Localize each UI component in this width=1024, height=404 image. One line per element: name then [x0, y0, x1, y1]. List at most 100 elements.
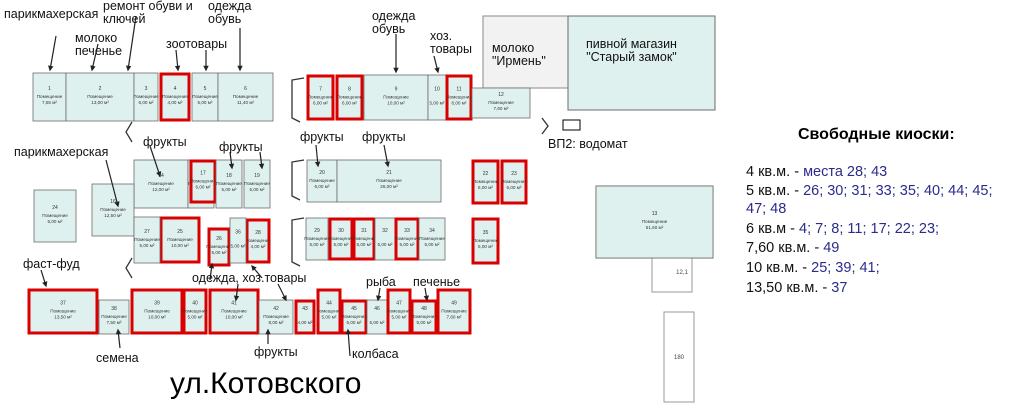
label-fruits-4: фрукты	[362, 130, 406, 144]
kiosk-area: 5,00 м²	[231, 244, 246, 249]
arrow-head-icon	[42, 281, 48, 288]
kiosk-caption: Помещение	[245, 238, 271, 243]
kiosk-caption: Помещение	[419, 236, 445, 241]
kiosk-number: 4	[174, 86, 177, 92]
kiosk-number: 14	[158, 173, 164, 179]
legend-row: 5 кв.м. - 26; 30; 31; 33; 35; 40; 44; 45…	[746, 183, 993, 200]
kiosk-area: 11,40 м²	[237, 100, 255, 105]
kiosk-43[interactable]: 434,00 м²	[294, 299, 316, 335]
free-kiosk-outline	[471, 159, 500, 205]
kiosk-number: 5	[204, 86, 207, 92]
kiosk-caption: Помещение	[101, 314, 127, 319]
kiosk-caption: Помещение	[42, 213, 68, 218]
legend-row-places: 47; 48	[746, 201, 787, 217]
free-kiosk-outline	[328, 217, 354, 261]
kiosk-area: 8,00 м²	[269, 320, 284, 325]
kiosk-area: 6,00 м²	[196, 185, 211, 190]
kiosk-box	[427, 74, 447, 121]
kiosk-10[interactable]: 105,00 м²	[427, 74, 447, 121]
label-household: хоз. товары	[430, 29, 472, 56]
kiosk-caption: Помещение	[309, 178, 335, 183]
kiosk-area: 5,00 м²	[430, 101, 445, 106]
label-fruits-1: фрукты	[143, 135, 187, 149]
free-kiosk-outline	[352, 217, 376, 261]
kiosk-caption: Помещение	[394, 236, 420, 241]
kiosk-46[interactable]: 465,00 м²	[366, 299, 388, 335]
arrow-head-icon	[233, 295, 240, 302]
legend-row-size: 10 кв.м. -	[746, 260, 812, 276]
kiosk-area: 5,00 м²	[188, 315, 203, 320]
arrow-head-icon	[384, 161, 390, 168]
free-kiosk-outline	[294, 299, 316, 335]
label-irmen: молоко "Ирмень"	[492, 41, 546, 68]
kiosk-number: 16	[110, 199, 116, 205]
arrow-head-icon	[174, 65, 181, 72]
kiosk-number: 27	[144, 229, 150, 235]
kiosk-area: 6,00 м²	[342, 101, 357, 106]
kiosk-caption: Помещение	[162, 94, 188, 99]
free-kiosk-outline	[471, 217, 500, 265]
arrow-head-icon	[258, 163, 265, 170]
kiosk-box	[133, 72, 159, 122]
kiosk-32[interactable]: 325,00 м²	[374, 217, 396, 261]
kiosk-number: 2	[99, 86, 102, 92]
kiosk-area: 5,00 м²	[198, 100, 213, 105]
kiosk-caption: Помещение	[473, 179, 499, 184]
arrow-head-icon	[251, 264, 257, 271]
kiosk-caption: Помещение	[642, 219, 668, 224]
kiosk-box	[243, 159, 271, 209]
kiosk-box	[133, 216, 161, 264]
arrow-head-icon	[208, 262, 215, 269]
free-kiosk-outline	[335, 74, 364, 121]
arrow-head-icon	[156, 171, 162, 178]
kiosk-number: 12	[498, 92, 504, 98]
free-kiosk-outline	[189, 159, 217, 204]
kiosk-36[interactable]: 365,00 м²	[229, 217, 247, 264]
kiosk-area: 6,00 м²	[478, 185, 493, 190]
kiosk-number: 13	[652, 211, 658, 217]
label-clothes-mid: одежда обувь	[372, 9, 416, 36]
kiosk-area: 4,00 м²	[298, 320, 313, 325]
